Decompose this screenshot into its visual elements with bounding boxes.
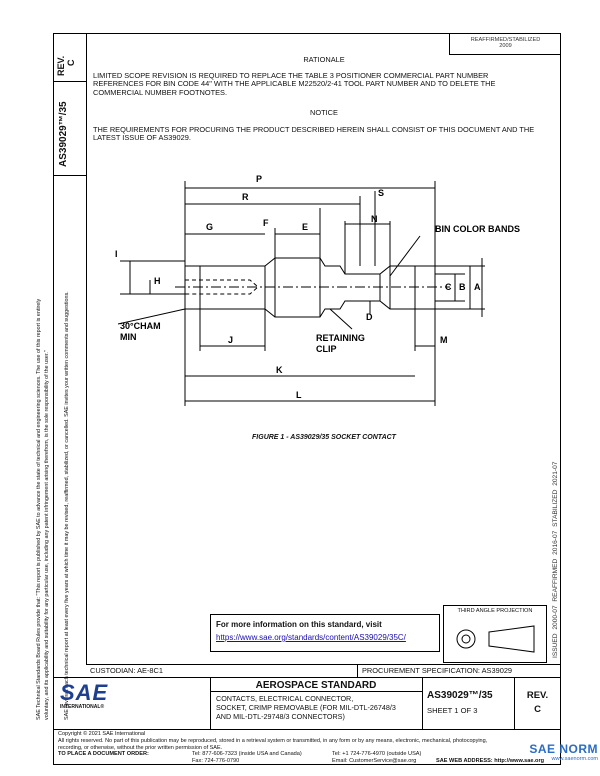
dim-label-E: E bbox=[302, 222, 308, 232]
watermark: SAE NORM www.saenorm.com bbox=[500, 742, 598, 762]
dim-label-L: L bbox=[296, 390, 302, 400]
dim-label-S: S bbox=[378, 188, 384, 198]
footer-tel1: Tel: 877-606-7323 (inside USA and Canada… bbox=[192, 751, 302, 757]
title-desc-line1: CONTACTS, ELECTRICAL CONNECTOR, bbox=[216, 694, 354, 703]
side-doc-number: AS39029™/35 bbox=[58, 101, 69, 167]
footer-email: Email: CustomerService@sae.org bbox=[332, 758, 417, 764]
watermark-sub: www.saenorm.com bbox=[551, 756, 598, 762]
dim-label-M: M bbox=[440, 335, 448, 345]
footer-rights2: recording, or otherwise, without the pri… bbox=[58, 744, 223, 751]
left-column-divider bbox=[86, 33, 87, 665]
custodian-top-rule bbox=[86, 664, 561, 665]
footer-tel2: Tel: +1 724-776-4970 (outside USA) bbox=[332, 751, 422, 757]
custodian-bottom-rule bbox=[53, 677, 561, 678]
figure-caption: FIGURE 1 - AS39029/35 SOCKET CONTACT bbox=[252, 434, 396, 441]
chamfer-label: 30°CHAM bbox=[120, 321, 161, 331]
footer-web[interactable]: SAE WEB ADDRESS: http://www.sae.org bbox=[436, 758, 545, 764]
sae-logo: SAE INTERNATIONAL® bbox=[60, 680, 204, 710]
title-sheet: SHEET 1 OF 3 bbox=[427, 706, 478, 715]
footer-fax: Fax: 724-776-0790 bbox=[192, 758, 240, 764]
dim-label-H: H bbox=[154, 276, 161, 286]
title-doc-number: AS39029™/35 bbox=[427, 690, 493, 701]
retaining-clip-label-2: CLIP bbox=[316, 344, 337, 354]
disclaimer-line2: voluntary, and its applicability and sui… bbox=[44, 350, 50, 720]
title-heading-rule bbox=[210, 691, 422, 692]
dim-label-K: K bbox=[276, 365, 283, 375]
custodian-divider bbox=[357, 664, 358, 677]
socket-contact-drawing: P R S G F E N I H C B A D J K L M BIN CO… bbox=[115, 174, 520, 406]
status-box: REAFFIRMED/STABILIZED 2009 bbox=[449, 33, 561, 55]
left-rev-divider bbox=[53, 81, 87, 82]
side-rev-value: C bbox=[66, 59, 76, 67]
title-block-bottom-rule bbox=[53, 729, 561, 730]
title-rev-value: C bbox=[534, 704, 541, 715]
left-docnum-divider bbox=[53, 175, 87, 176]
projection-symbol-icon bbox=[456, 625, 535, 653]
aerospace-standard-heading: AEROSPACE STANDARD bbox=[255, 680, 377, 691]
bin-color-bands-label: BIN COLOR BANDS bbox=[435, 224, 520, 234]
third-angle-box: THIRD ANGLE PROJECTION bbox=[443, 605, 547, 663]
footer-order-label: TO PLACE A DOCUMENT ORDER: bbox=[58, 751, 149, 757]
side-dates: ISSUED 2000-07 REAFFIRMED 2016-07 STABIL… bbox=[552, 461, 559, 658]
dim-label-J: J bbox=[228, 335, 233, 345]
disclaimer-line3: SAE reviews each technical report at lea… bbox=[64, 291, 70, 720]
title-desc-line2: SOCKET, CRIMP REMOVABLE (FOR MIL-DTL-267… bbox=[216, 703, 396, 712]
more-info-box: For more information on this standard, v… bbox=[210, 614, 440, 652]
footer-copyright: Copyright © 2021 SAE International bbox=[58, 731, 146, 737]
title-rev-label: REV. bbox=[526, 690, 549, 701]
procurement-text: PROCUREMENT SPECIFICATION: AS39029 bbox=[362, 666, 513, 675]
custodian-text: CUSTODIAN: AE-8C1 bbox=[90, 666, 163, 675]
status-line1: REAFFIRMED/STABILIZED bbox=[470, 37, 541, 43]
dim-label-P: P bbox=[256, 174, 262, 184]
dim-label-F: F bbox=[263, 218, 269, 228]
title-block-div3 bbox=[514, 677, 515, 729]
dim-label-R: R bbox=[242, 192, 249, 202]
page-frame bbox=[53, 33, 561, 765]
sae-logo-text: SAE bbox=[60, 680, 109, 705]
dim-label-C: C bbox=[445, 282, 452, 292]
hidden-bore bbox=[185, 279, 259, 295]
rationale-text: LIMITED SCOPE REVISION IS REQUIRED TO RE… bbox=[93, 71, 496, 97]
dim-label-B: B bbox=[459, 282, 466, 292]
dim-label-N: N bbox=[371, 214, 378, 224]
footer-rights: All rights reserved. No part of this pub… bbox=[58, 737, 488, 744]
disclaimer-line1: SAE Technical Standards Board Rules prov… bbox=[36, 298, 42, 720]
dim-label-G: G bbox=[206, 222, 213, 232]
dim-label-I: I bbox=[115, 249, 118, 259]
dim-label-A: A bbox=[474, 282, 481, 292]
sae-logo-sub: INTERNATIONAL® bbox=[60, 704, 105, 710]
title-desc-line3: AND MIL-DTL-29748/3 CONNECTORS) bbox=[216, 712, 345, 721]
notice-text: THE REQUIREMENTS FOR PROCURING THE PRODU… bbox=[93, 125, 535, 143]
title-description: CONTACTS, ELECTRICAL CONNECTOR, SOCKET, … bbox=[216, 694, 420, 721]
more-info-link[interactable]: https://www.sae.org/standards/content/AS… bbox=[216, 633, 406, 642]
retaining-clip-label-1: RETAINING bbox=[316, 333, 365, 343]
watermark-brand: SAE NORM bbox=[529, 742, 598, 756]
more-info-title: For more information on this standard, v… bbox=[216, 620, 382, 629]
chamfer-min-label: MIN bbox=[120, 332, 137, 342]
notice-heading: NOTICE bbox=[310, 108, 338, 117]
side-rev-label: REV. bbox=[56, 55, 66, 76]
title-block-div1 bbox=[210, 677, 211, 729]
dim-label-D: D bbox=[366, 312, 373, 322]
title-block-div2 bbox=[422, 677, 423, 729]
rationale-heading: RATIONALE bbox=[303, 55, 345, 64]
third-angle-label: THIRD ANGLE PROJECTION bbox=[457, 608, 533, 614]
status-line2: 2009 bbox=[499, 43, 512, 49]
footer-block: Copyright © 2021 SAE International All r… bbox=[58, 731, 558, 751]
